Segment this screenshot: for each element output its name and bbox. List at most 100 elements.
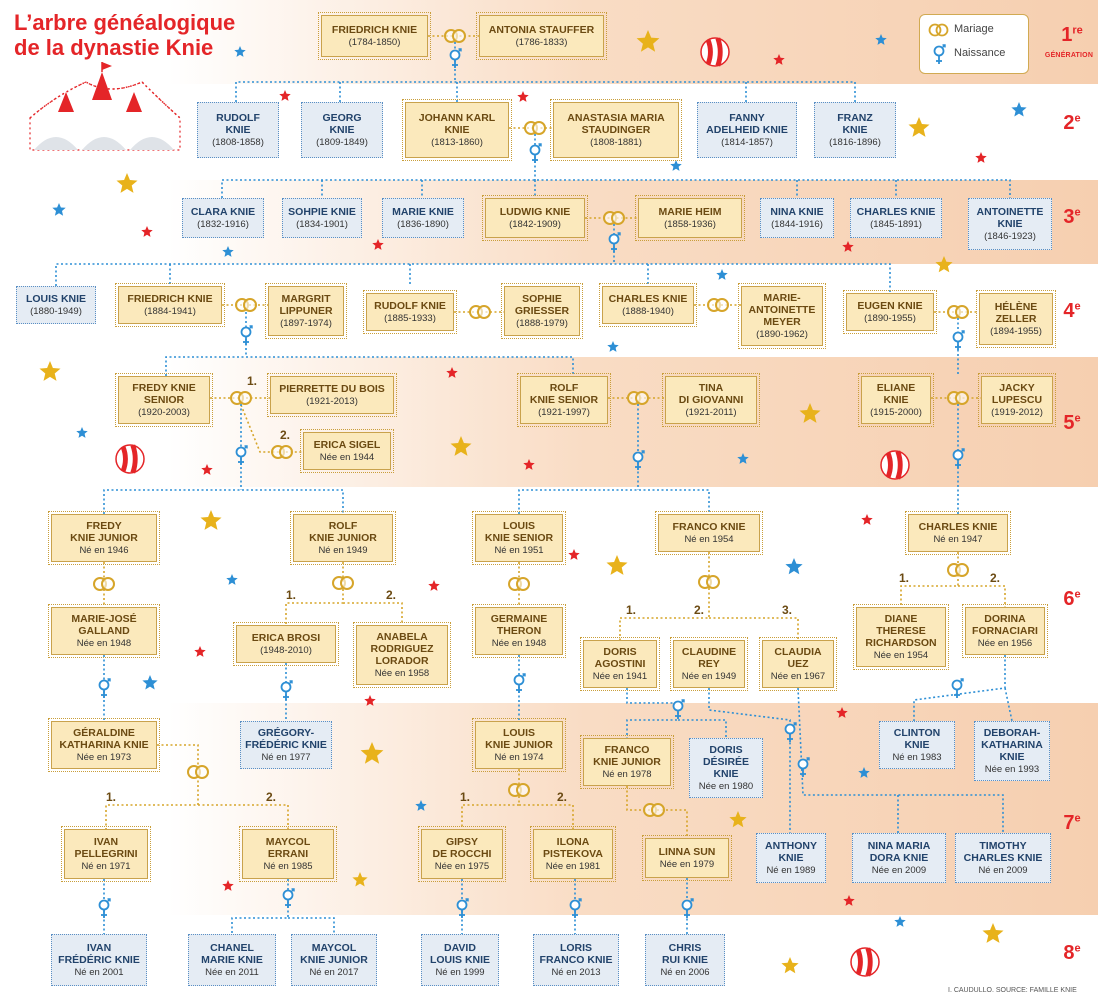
star-icon — [568, 549, 580, 560]
star-icon — [141, 226, 153, 237]
person-name: MAYCOL KNIE JUNIOR — [300, 941, 368, 966]
birth-symbol-icon — [672, 699, 685, 719]
person-name: DAVID LOUIS KNIE — [429, 941, 491, 966]
marriage-rings-icon — [230, 391, 252, 405]
source-credit: I. CAUDULLO. SOURCE: FAMILLE KNIE — [948, 987, 1077, 994]
generation-number: 5 — [1063, 412, 1075, 434]
birth-symbol-icon — [280, 680, 293, 700]
person-name: FANNY ADELHEID KNIE — [706, 111, 788, 136]
person-tina: TINA DI GIOVANNI(1921-2011) — [662, 373, 760, 427]
person-dates: Né en 2001 — [74, 966, 124, 978]
person-nina3: NINA KNIE(1844-1916) — [760, 198, 834, 238]
person-dates: Né en 2006 — [660, 966, 710, 978]
marriage-number-charles-2: 2. — [990, 571, 1001, 585]
person-dates: Née en 2009 — [871, 864, 927, 876]
person-dates: Née en 1948 — [76, 637, 132, 649]
descent-line — [626, 688, 678, 704]
person-name: FRIEDRICH KNIE — [127, 292, 213, 305]
person-clara: CLARA KNIE(1832-1916) — [182, 198, 264, 238]
marriage-number-louisjunior-1: 1. — [460, 790, 471, 804]
star-icon — [428, 580, 440, 591]
person-dates: (1858-1936) — [664, 218, 716, 230]
generation-suffix: e — [1074, 206, 1081, 219]
person-dates: (1786-1833) — [515, 36, 568, 48]
person-name: EUGEN KNIE — [857, 299, 923, 312]
marriage-line-3 — [709, 617, 799, 640]
person-eugen: EUGEN KNIE(1890-1955) — [843, 290, 937, 334]
person-eliane: ELIANE KNIE(1915-2000) — [858, 373, 934, 427]
person-dates: Née en 1949 — [681, 670, 737, 682]
generation-label-8: 8e — [1045, 942, 1099, 965]
star-icon — [606, 555, 628, 575]
marriage-rings-icon — [93, 577, 115, 591]
descent-line — [797, 687, 1004, 833]
person-dates: Né en 1974 — [494, 751, 544, 763]
birth-symbol-icon — [797, 757, 810, 777]
marriage-rings-icon — [235, 298, 257, 312]
person-dates: (1880-1949) — [30, 305, 82, 317]
generation-number: 4 — [1063, 300, 1075, 322]
sibling-line — [103, 489, 344, 514]
generation-label-6: 6e — [1045, 588, 1099, 611]
person-name: ANTONIA STAUFFER — [488, 23, 595, 36]
person-dates: (1813-1860) — [431, 136, 483, 148]
star-icon — [279, 90, 291, 101]
star-icon — [737, 453, 749, 464]
person-dates: (1920-2003) — [138, 406, 190, 418]
marriage-number-geraldine-1: 1. — [106, 790, 117, 804]
generation-number: 7 — [1063, 812, 1075, 834]
person-name: IVAN PELLEGRINI — [74, 835, 138, 860]
person-dates: Né en 1947 — [933, 533, 983, 545]
person-marieheim: MARIE HEIM(1858-1936) — [635, 195, 745, 241]
person-dates: (1845-1891) — [870, 218, 922, 230]
person-name: DORINA FORNACIARI — [972, 612, 1038, 637]
person-name: JOHANN KARL KNIE — [418, 111, 496, 136]
star-icon — [773, 54, 785, 65]
generation-label-7: 7e — [1045, 812, 1099, 835]
person-georg: GEORG KNIE(1809-1849) — [301, 102, 383, 158]
birth-symbol-icon — [98, 678, 111, 698]
star-icon — [836, 707, 848, 718]
person-dates: (1948-2010) — [260, 644, 312, 656]
sibling-line — [221, 179, 1011, 198]
person-name: ANTHONY KNIE — [765, 839, 817, 864]
star-icon — [908, 117, 930, 137]
person-dates: Née en 1944 — [319, 451, 375, 463]
marriage-rings-icon — [508, 783, 530, 797]
person-rolfsenior: ROLF KNIE SENIOR(1921-1997) — [517, 373, 611, 427]
person-dates: (1784-1850) — [348, 36, 401, 48]
star-icon — [843, 895, 855, 906]
star-icon — [842, 241, 854, 252]
birth-symbol-icon — [632, 450, 645, 470]
person-fanny: FANNY ADELHEID KNIE(1814-1857) — [697, 102, 797, 158]
person-dates: Née en 1973 — [76, 751, 132, 763]
marriage-rings-icon — [643, 803, 665, 817]
person-name: LOUIS KNIE JUNIOR — [485, 726, 553, 751]
marriage-number-franco-3: 3. — [782, 603, 793, 617]
person-helene: HÉLÈNE ZELLER(1894-1955) — [976, 290, 1056, 348]
person-name: ANTOINETTE KNIE — [976, 205, 1044, 230]
star-icon — [517, 91, 529, 102]
birth-symbol-icon — [240, 325, 253, 345]
person-name: CHARLES KNIE — [918, 520, 998, 533]
person-dates: (1842-1909) — [509, 218, 561, 230]
person-name: FRANCO KNIE — [672, 520, 746, 533]
person-louis4: LOUIS KNIE(1880-1949) — [16, 286, 96, 324]
person-dates: Né en 1978 — [602, 768, 652, 780]
marriage-number-franco-1: 1. — [626, 603, 637, 617]
star-icon — [636, 30, 660, 52]
birth-symbol-icon — [569, 898, 582, 918]
person-name: MARIE- ANTOINETTE MEYER — [748, 291, 816, 328]
